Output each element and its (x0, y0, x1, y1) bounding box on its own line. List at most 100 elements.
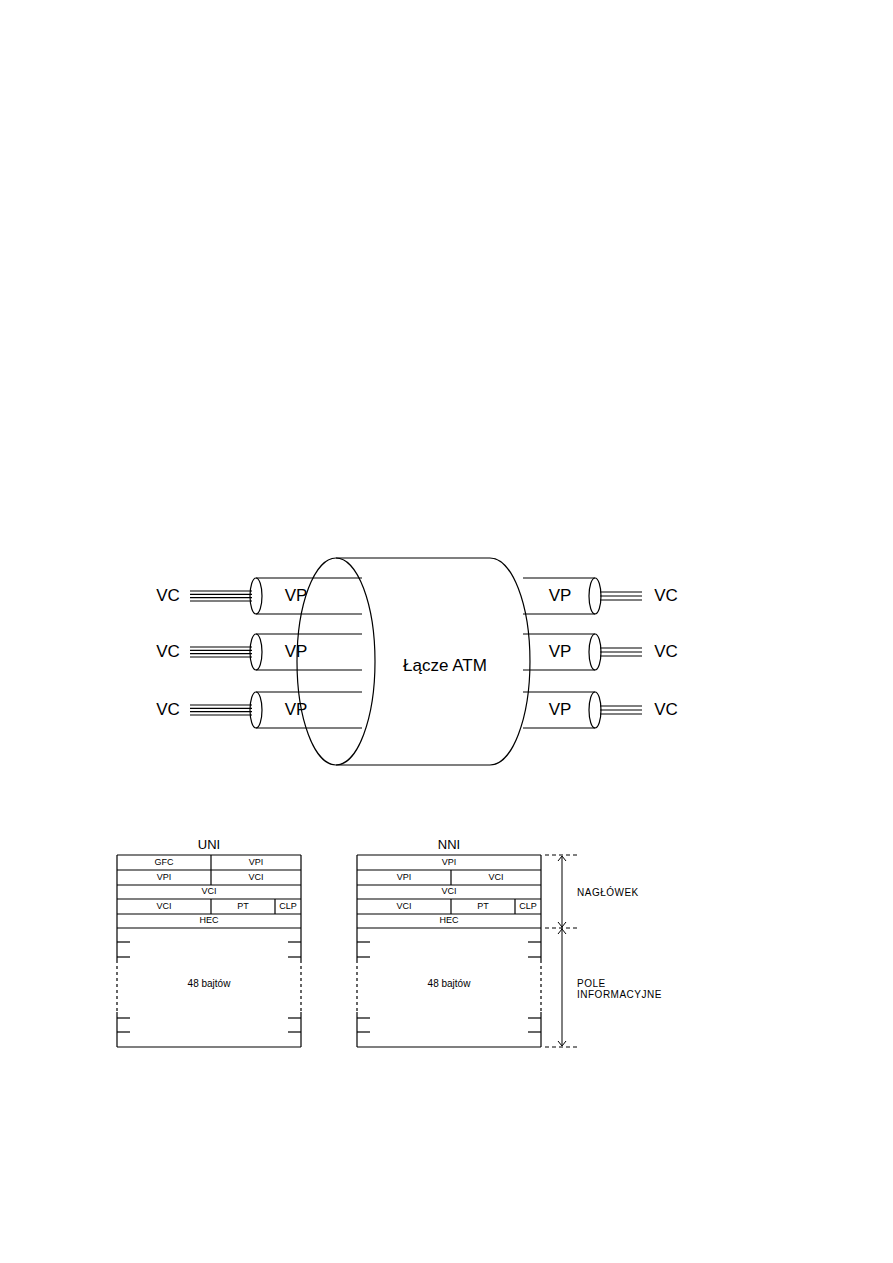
table-cell-box: VCI (357, 899, 451, 914)
table-cell-box: VCI (357, 885, 541, 899)
byte-tick (288, 1031, 301, 1032)
table-cell-box: CLP (275, 899, 301, 914)
vp-tube-end (589, 634, 601, 670)
byte-tick (288, 1017, 301, 1018)
vc-label-box: VC (146, 641, 190, 663)
bracket-label: NAGŁÓWEK (577, 887, 639, 898)
vc-wire (190, 653, 252, 654)
table-line (117, 854, 301, 855)
table-cell: VCI (248, 873, 263, 883)
byte-tick (528, 1017, 541, 1018)
vp-tube: VP (270, 698, 322, 722)
table-line (117, 884, 301, 885)
node-text: VP (285, 701, 308, 720)
vp-tube (256, 669, 362, 670)
table-line (116, 1012, 117, 1047)
table-cell: PT (477, 902, 489, 912)
vc-wire (190, 590, 252, 591)
vp-tube (256, 613, 362, 614)
table-line (514, 899, 515, 914)
vc-label: VC (654, 643, 678, 662)
table-cell: VCI (396, 902, 411, 912)
table-line (450, 899, 451, 914)
vp-tube (256, 633, 362, 634)
table-cell-box: HEC (357, 914, 541, 928)
table-cell-box: GFC (117, 855, 211, 870)
table-title: UNI (198, 838, 220, 852)
vc-wire (190, 594, 252, 595)
vp-tube-end (250, 634, 262, 670)
vp-tube (523, 613, 595, 614)
byte-tick (357, 1017, 370, 1018)
table-cell: VCI (488, 873, 503, 883)
byte-tick (117, 956, 130, 957)
vp-tube: VP (270, 584, 322, 608)
table-line (450, 870, 451, 885)
vc-wire (600, 647, 642, 648)
vc-wire (190, 600, 252, 601)
vp-tube: VP (534, 698, 586, 722)
vp-tube-end (589, 578, 601, 614)
table-line (300, 1012, 301, 1047)
table-line (356, 960, 357, 1012)
vc-wire (600, 651, 642, 652)
table-line (117, 869, 301, 870)
vc-wire (190, 650, 252, 651)
vp-tube: VP (270, 640, 322, 664)
byte-tick (288, 941, 301, 942)
table-line (540, 960, 541, 1012)
payload-label: 48 bajtów (428, 978, 471, 989)
table-line (117, 898, 301, 899)
payload-label-box: 48 bajtów (357, 972, 541, 994)
table-line (357, 854, 541, 855)
vc-wire (600, 709, 642, 710)
payload-label: 48 bajtów (188, 978, 231, 989)
vc-wire (190, 597, 252, 598)
table-line (210, 899, 211, 914)
table-line (357, 884, 541, 885)
table-cell: VCI (156, 902, 171, 912)
table-cell-box: VCI (117, 885, 301, 899)
table-cell: CLP (519, 902, 537, 912)
byte-tick (528, 956, 541, 957)
vc-label-box: VC (644, 585, 688, 607)
vc-label-box: VC (644, 641, 688, 663)
node-text: VP (549, 587, 572, 606)
table-line (540, 855, 541, 960)
vp-tube (256, 577, 362, 578)
vc-label: VC (654, 587, 678, 606)
byte-tick (117, 941, 130, 942)
node-text: VP (285, 643, 308, 662)
vc-wire (190, 714, 252, 715)
table-line (300, 855, 301, 960)
table-line (116, 960, 117, 1012)
bracket-label: POLE INFORMACYJNE (577, 978, 677, 1000)
byte-tick (528, 941, 541, 942)
table-line (357, 1046, 541, 1047)
byte-tick (357, 941, 370, 942)
byte-tick (357, 1031, 370, 1032)
byte-tick (117, 1031, 130, 1032)
node-text: VP (549, 701, 572, 720)
vc-wire (600, 595, 642, 596)
table-cell: VCI (441, 887, 456, 897)
payload-label-box: 48 bajtów (117, 972, 301, 994)
bracket-label-box: NAGŁÓWEK (577, 884, 687, 900)
table-cell: HEC (199, 916, 218, 926)
byte-tick (117, 1017, 130, 1018)
table-line (117, 1046, 301, 1047)
table-line (357, 898, 541, 899)
table-cell-box: CLP (515, 899, 541, 914)
vc-wire (600, 655, 642, 656)
table-cell: CLP (279, 902, 297, 912)
vc-label: VC (654, 701, 678, 720)
table-cell-box: PT (211, 899, 275, 914)
vc-wire (600, 705, 642, 706)
table-cell: VPI (397, 873, 412, 883)
table-cell-box: HEC (117, 914, 301, 928)
vc-wire (190, 711, 252, 712)
vc-wire (190, 704, 252, 705)
table-line (356, 1012, 357, 1047)
table-cell: HEC (439, 916, 458, 926)
